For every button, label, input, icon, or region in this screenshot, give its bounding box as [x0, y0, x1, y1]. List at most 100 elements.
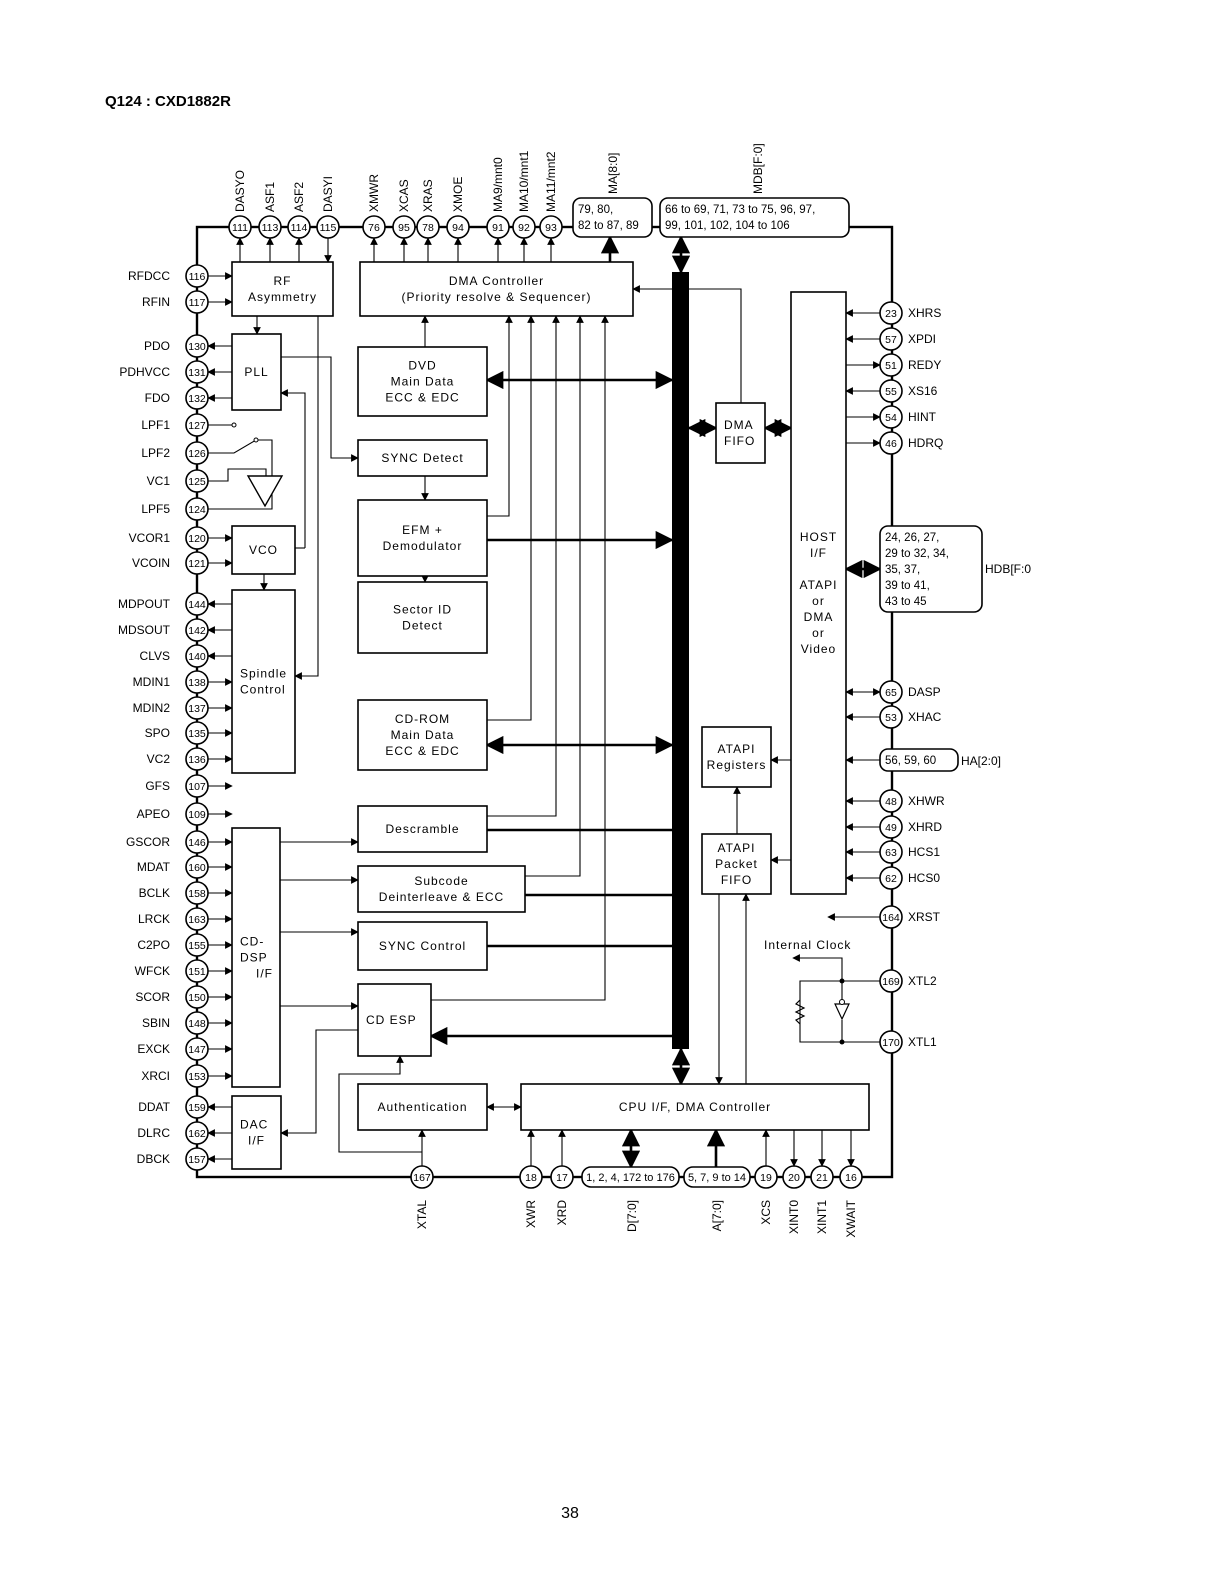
pin-left-mdin2: 137	[185, 696, 209, 720]
block-rf-box	[231, 261, 334, 317]
pin-left-rfdcc: 116	[185, 264, 209, 288]
pin-label-left-exck: EXCK	[137, 1042, 170, 1056]
pin-left-gscor-circle	[185, 830, 209, 854]
pin-right-xtl1: 170	[879, 1030, 903, 1054]
pin-right-xtl1-number: 170	[882, 1037, 900, 1049]
pin-right-xhac: 53	[879, 705, 903, 729]
pin-label-top-9: MA10/mnt1	[517, 150, 531, 212]
inverter-icon	[834, 1003, 850, 1021]
pin-bottom-xwr: 18	[519, 1165, 543, 1189]
pin-top-xcas: 95	[392, 215, 416, 239]
pin-right-xhrs-circle	[879, 301, 903, 325]
pin-left-clvs-circle	[185, 644, 209, 668]
pin-right-xs16: 55	[879, 379, 903, 403]
pin-group-d-pins: 1, 2, 4, 172 to 176	[586, 1172, 675, 1184]
pin-top-ma10mnt1-number: 92	[518, 222, 530, 234]
pin-left-lrck-circle	[185, 907, 209, 931]
pin-right-hdrq-number: 46	[885, 438, 897, 450]
pin-top-ma11mnt2-circle	[539, 215, 563, 239]
switch-contact-icon	[253, 437, 259, 443]
pin-left-sbin-number: 148	[188, 1018, 206, 1030]
pin-label-left-fdo: FDO	[145, 391, 170, 405]
wire-rf-spindle	[294, 316, 319, 680]
pin-left-vc1: 125	[185, 469, 209, 493]
pin-label-right-xhwr: XHWR	[908, 794, 945, 808]
block-subcode-box	[357, 865, 526, 913]
pin-left-mdat-circle	[185, 855, 209, 879]
pin-left-lpf2-number: 126	[188, 448, 206, 460]
pin-group-a-box	[683, 1166, 751, 1188]
pin-label-right-xhrd: XHRD	[908, 820, 942, 834]
pin-left-bclk-number: 158	[188, 888, 206, 900]
block-rf-label: Asymmetry	[248, 290, 317, 304]
block-dvd-label: Main Data	[391, 375, 455, 389]
pin-left-mdat-number: 160	[188, 862, 206, 874]
pin-label-right-xhrs: XHRS	[908, 306, 941, 320]
pin-left-dlrc-circle	[185, 1121, 209, 1145]
block-efm-label: Demodulator	[383, 539, 463, 553]
pin-label-left-xrci: XRCI	[141, 1069, 170, 1083]
block-cpu-box	[520, 1083, 870, 1131]
pin-group-d: 1, 2, 4, 172 to 176	[581, 1166, 680, 1188]
block-syncctl-box	[357, 921, 488, 971]
block-cddsp-label: CD-	[240, 935, 264, 949]
pin-right-xrst-number: 164	[882, 912, 900, 924]
pin-label-left-vcor1: VCOR1	[129, 531, 171, 545]
pin-left-wfck: 151	[185, 959, 209, 983]
pin-bottom-xtal-circle	[410, 1165, 434, 1189]
pin-top-ma9mnt0-circle	[486, 215, 510, 239]
pin-left-c2po-circle	[185, 933, 209, 957]
signal-wires	[207, 235, 882, 1169]
block-auth-label: Authentication	[377, 1100, 467, 1114]
block-cdesp-label: CD ESP	[366, 1013, 417, 1027]
pin-right-dasp: 65	[879, 680, 903, 704]
block-dac-label: I/F	[248, 1134, 265, 1148]
pin-right-xtl2: 169	[879, 969, 903, 993]
pin-left-vc2-circle	[185, 747, 209, 771]
block-dmafifo-label: FIFO	[724, 434, 755, 448]
wire-efm-dmactl	[487, 315, 513, 517]
block-auth: Authentication	[357, 1083, 488, 1131]
pin-label-bottom-xwr: XWR	[524, 1200, 538, 1228]
block-subcode-label: Subcode	[414, 874, 468, 888]
pin-right-hint-circle	[879, 405, 903, 429]
pin-left-exck-number: 147	[188, 1044, 206, 1056]
pin-bottom-xint0: 20	[782, 1165, 806, 1189]
pin-left-mdat: 160	[185, 855, 209, 879]
wire-xtal-cdesp	[338, 1055, 422, 1153]
pin-left-apeo-circle	[185, 802, 209, 826]
pin-bottom-xwr-number: 18	[525, 1172, 537, 1184]
pin-group-mdb-label: MDB[F:0]	[751, 143, 765, 194]
amplifier-icon	[246, 475, 284, 508]
pin-left-fdo-number: 132	[188, 393, 206, 405]
pin-group-ma-pins: 82 to 87, 89	[578, 220, 639, 232]
block-host-label: or	[812, 626, 825, 640]
inverter-bubble-icon	[839, 999, 845, 1005]
pin-left-scor-number: 150	[188, 992, 206, 1004]
pin-group-ma-pins: 79, 80,	[578, 204, 613, 216]
pin-label-bottom-xwait: XWAIT	[844, 1199, 858, 1237]
pin-bottom-xint1-number: 21	[816, 1172, 828, 1184]
pin-left-spo: 135	[185, 721, 209, 745]
pin-right-hcs0-circle	[879, 866, 903, 890]
pin-top-xcas-circle	[392, 215, 416, 239]
pin-right-xrst-circle	[879, 905, 903, 929]
pin-left-bclk-circle	[185, 881, 209, 905]
pin-right-xhwr: 48	[879, 789, 903, 813]
block-syncctl: SYNC Control	[357, 921, 488, 971]
pin-right-xs16-number: 55	[885, 386, 897, 398]
block-cddsp-label: DSP	[240, 951, 268, 965]
pin-label-left-wfck: WFCK	[135, 964, 170, 978]
pin-left-lpf1: 127	[185, 413, 209, 437]
pin-left-gfs-number: 107	[188, 781, 206, 793]
pin-left-mdin2-circle	[185, 696, 209, 720]
pin-label-right-hcs0: HCS0	[908, 871, 940, 885]
